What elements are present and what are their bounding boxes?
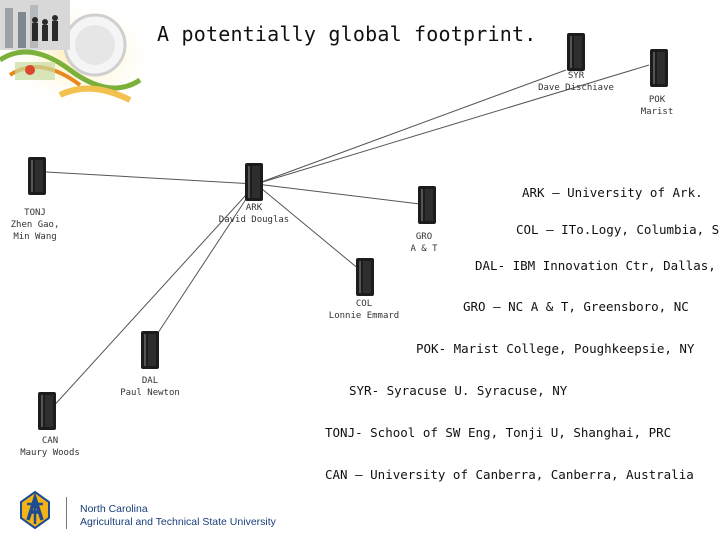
link-ark-pok bbox=[255, 64, 650, 185]
node-label-gro: GRO A & T bbox=[410, 231, 437, 255]
node-contact: Maury Woods bbox=[20, 448, 80, 458]
legend-pok: POK- Marist College, Poughkeepsie, NY bbox=[416, 341, 695, 356]
node-code: ARK bbox=[245, 203, 263, 213]
server-ark-icon bbox=[245, 163, 263, 201]
link-ark-tonj bbox=[45, 171, 257, 185]
server-gro-icon bbox=[418, 186, 436, 224]
server-tonj-icon bbox=[28, 157, 46, 195]
node-label-can: CAN Maury Woods bbox=[20, 435, 80, 459]
node-code: GRO bbox=[415, 232, 433, 242]
server-can-icon bbox=[38, 392, 56, 430]
legend-dal: DAL- IBM Innovation Ctr, Dallas, TX bbox=[475, 258, 720, 273]
node-code: POK bbox=[648, 95, 666, 105]
legend-ark: ARK – University of Ark. bbox=[522, 185, 703, 200]
server-syr-icon bbox=[567, 33, 585, 71]
node-code: SYR bbox=[567, 71, 585, 81]
node-label-dal: DAL Paul Newton bbox=[120, 375, 180, 399]
node-code: COL bbox=[355, 299, 373, 309]
ncat-logo-icon bbox=[20, 490, 50, 530]
link-ark-gro bbox=[255, 183, 421, 205]
legend-syr: SYR- Syracuse U. Syracuse, NY bbox=[349, 383, 568, 398]
footer-divider bbox=[66, 497, 67, 529]
node-label-ark: ARK David Douglas bbox=[219, 202, 289, 226]
node-code: TONJ bbox=[24, 208, 46, 218]
node-contact: Paul Newton bbox=[120, 388, 180, 398]
link-ark-can bbox=[49, 183, 257, 411]
legend-gro: GRO – NC A & T, Greensboro, NC bbox=[463, 299, 689, 314]
link-ark-syr bbox=[255, 69, 567, 185]
university-name: North Carolina Agricultural and Technica… bbox=[80, 503, 276, 529]
node-contact: Zhen Gao, bbox=[10, 220, 60, 230]
server-dal-icon bbox=[141, 331, 159, 369]
legend-col: COL – ITo.Logy, Columbia, SC bbox=[516, 222, 720, 237]
node-contact: Min Wang bbox=[13, 232, 57, 242]
link-ark-dal bbox=[147, 183, 257, 349]
node-contact: Lonnie Emmard bbox=[328, 311, 400, 321]
node-code: DAL bbox=[141, 376, 159, 386]
university-line-2: Agricultural and Technical State Univers… bbox=[80, 516, 276, 528]
node-contact: David Douglas bbox=[218, 215, 290, 225]
node-label-pok: POK Marist bbox=[641, 94, 674, 118]
node-label-col: COL Lonnie Emmard bbox=[329, 298, 399, 322]
server-col-icon bbox=[356, 258, 374, 296]
node-label-syr: SYR Dave Dischiave bbox=[538, 70, 614, 94]
node-contact: A & T bbox=[410, 244, 438, 254]
node-contact: Marist bbox=[640, 107, 674, 117]
header-collage-image bbox=[0, 0, 160, 110]
node-code: CAN bbox=[41, 436, 59, 446]
node-label-tonj: TONJ Zhen Gao, Min Wang bbox=[11, 207, 60, 243]
legend-can: CAN – University of Canberra, Canberra, … bbox=[325, 467, 694, 482]
university-line-1: North Carolina bbox=[80, 503, 148, 515]
legend-tonj: TONJ- School of SW Eng, Tonji U, Shangha… bbox=[325, 425, 672, 440]
link-ark-col bbox=[255, 183, 361, 271]
page-title: A potentially global footprint. bbox=[157, 22, 537, 46]
node-contact: Dave Dischiave bbox=[538, 83, 614, 93]
server-pok-icon bbox=[650, 49, 668, 87]
